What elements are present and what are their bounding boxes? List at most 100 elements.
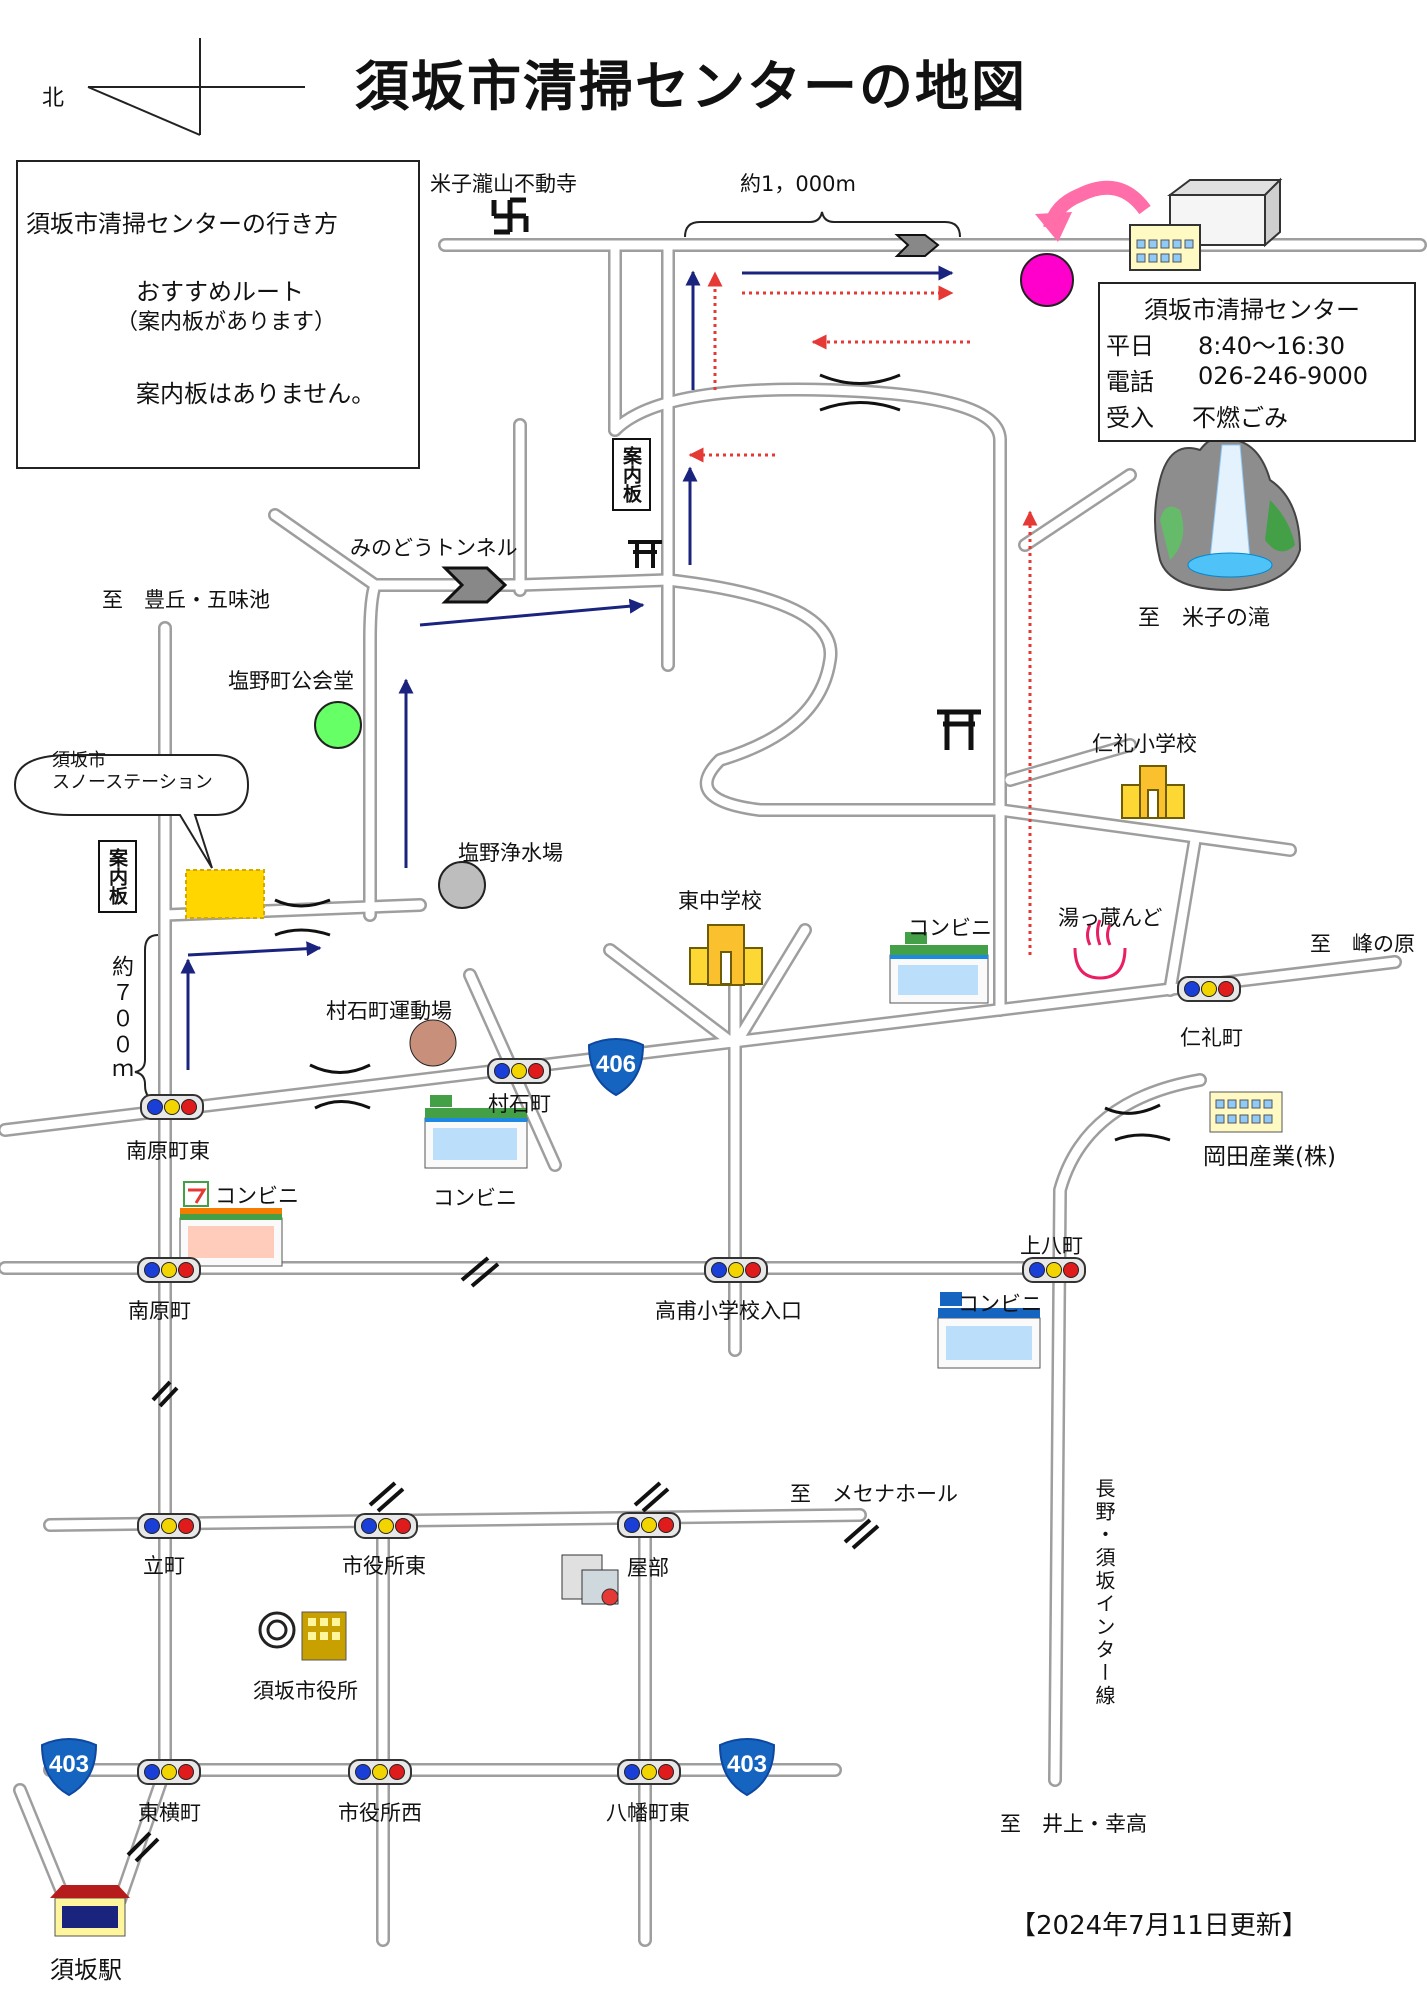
minamihara-label: 南原町 [128,1299,191,1323]
kominkan-marker[interactable] [314,701,362,749]
traffic-signal [1022,1257,1086,1283]
distance-700-label: 約７００ｍ [108,955,133,1085]
traffic-signal [617,1512,681,1538]
undoujou-label: 村石町運動場 [326,999,452,1023]
nirei-school-icon [1121,765,1185,819]
traffic-signal [137,1513,201,1539]
distance-1000-label: 約1，000m [740,172,856,196]
snow-station-marker[interactable] [185,869,265,919]
jousui-marker[interactable] [438,861,486,909]
convenience-store-icon [179,1181,283,1267]
convenience-store-label: コンビニ [433,1186,517,1210]
shiyakusho-nishi-label: 市役所西 [338,1801,422,1825]
shiyakusho-higashi-label: 市役所東 [342,1554,426,1578]
to-mesena-label: 至 メセナホール [790,1482,958,1506]
rail-crossing-marks [126,1256,880,1863]
to-minenohara-label: 至 峰の原 [1310,932,1415,956]
to-yonako-falls-label: 至 米子の滝 [1138,606,1271,631]
minamihara-higashi-label: 南原町東 [126,1139,210,1163]
north-compass [87,38,305,136]
city-hall-icon [258,1611,347,1661]
tunnel-label: みのどうトンネル [350,536,518,560]
jousui-label: 塩野浄水場 [458,841,563,865]
info-hours-label: 平日 [1106,332,1154,360]
manji-icon [491,197,529,235]
tunnel-icon [441,566,508,604]
waterfall-icon [1154,435,1302,592]
convenience-store-icon [889,932,989,1004]
temple-label: 米子瀧山不動寺 [430,172,577,196]
convenience-store-label: コンビニ [908,916,992,940]
roads [0,238,1427,1947]
info-phone: 026-246-9000 [1198,362,1369,390]
convenience-store-icon [424,1095,528,1169]
okada-building-icon [1209,1091,1283,1133]
okada-label: 岡田産業(株) [1203,1144,1336,1170]
legend-heading: 須坂市清掃センターの行き方 [26,210,338,238]
traffic-signal [617,1759,681,1785]
seisou-center-building-icon [1129,177,1283,271]
center-pointer-arrowhead [1035,212,1072,242]
legend-recommended-note: （案内板があります） [116,310,337,335]
interchange-line-label: 長野・須坂インター線 [1092,1478,1116,1708]
yabe-label: 屋部 [627,1556,669,1580]
higashi-chu-school-icon [689,924,763,986]
route-403-shield: 403 [716,1735,778,1797]
convenience-store-icon [937,1292,1041,1369]
info-hours: 8:40〜16:30 [1198,332,1346,360]
info-phone-label: 電話 [1106,368,1154,396]
snow-station-callout [13,754,250,869]
info-accept: 不燃ごみ [1192,404,1288,432]
recommended-route-arrows [180,265,954,1070]
tatemachi-label: 立町 [143,1554,185,1578]
traffic-signal [348,1759,412,1785]
seisou-center-marker[interactable] [1020,253,1074,307]
yukkura-label: 湯っ蔵んど [1058,906,1163,930]
north-label: 北 [42,86,65,111]
nirei-machi-label: 仁礼町 [1180,1026,1243,1050]
kominkan-label: 塩野町公会堂 [228,669,354,693]
bridge-marks [274,373,1171,1142]
takafu-school-label: 高甫小学校入口 [655,1299,802,1323]
updated-date: 【2024年7月11日更新】 [1010,1911,1308,1941]
page-title: 須坂市清掃センターの地図 [355,55,1027,118]
info-accept-label: 受入 [1106,404,1154,432]
higashi-chu-label: 東中学校 [678,889,762,913]
post-office-icon [561,1554,619,1606]
tunnel-icon [894,234,940,257]
no-sign-route-arrows [688,271,1038,955]
suzaka-station-label: 須坂駅 [50,1956,122,1984]
distance-brackets [134,211,961,1101]
traffic-signal [704,1257,768,1283]
undoujou-marker[interactable] [409,1019,457,1067]
annai-sign-top: 案内板 [612,438,651,511]
legend-recommended: おすすめルート [136,278,304,306]
route-403-label: 403 [727,1751,767,1778]
station-icon [50,1885,130,1937]
torii-icon [937,709,981,750]
convenience-store-label: コンビニ [958,1292,1042,1316]
route-406-shield: 406 [585,1035,647,1097]
nirei-school-label: 仁礼小学校 [1092,732,1197,756]
city-hall-label: 須坂市役所 [253,1679,358,1703]
legend-box: 須坂市清掃センターの行き方 おすすめルート （案内板があります） 案内板はありま… [16,160,420,469]
route-403-shield: 403 [38,1735,100,1797]
traffic-signal [140,1094,204,1120]
to-toyooka-label: 至 豊丘・五味池 [102,588,270,612]
onsen-icon [1073,919,1127,980]
convenience-store-label: コンビニ [215,1184,299,1208]
traffic-signal [137,1257,201,1283]
kamihachi-label: 上八町 [1020,1234,1083,1258]
torii-icon [628,540,662,568]
traffic-signal [137,1759,201,1785]
traffic-signal [354,1513,418,1539]
annai-sign-left: 案内板 [98,840,137,913]
hachiman-higashi-label: 八幡町東 [606,1801,690,1825]
legend-no-sign: 案内板はありません。 [136,380,376,408]
traffic-signal [1177,976,1241,1002]
info-name: 須坂市清掃センター [1144,296,1360,324]
route-403-label: 403 [49,1751,89,1778]
info-box: 須坂市清掃センター 平日 8:40〜16:30 電話 026-246-9000 … [1098,282,1416,442]
to-inoue-label: 至 井上・幸高 [1000,1812,1147,1836]
